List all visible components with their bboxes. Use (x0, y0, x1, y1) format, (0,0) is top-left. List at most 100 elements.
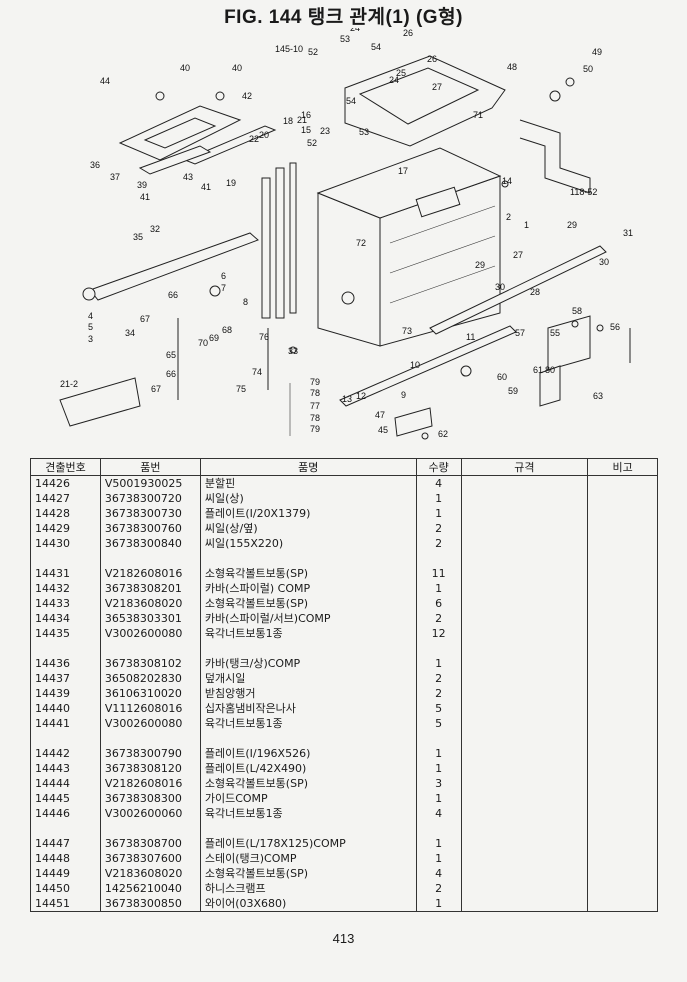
cell-part-no: 36738300720 (99, 491, 201, 506)
cell-part-no: V2182608016 (99, 776, 201, 791)
callout-label: 78 (310, 413, 320, 423)
cell-part-no: 36738300760 (99, 521, 201, 536)
callout-label: 44 (100, 76, 110, 86)
callout-label: 75 (236, 384, 246, 394)
cell-spec (460, 896, 589, 912)
cell-part-name: 씨일(상) (199, 491, 417, 506)
cell-item-no: 14445 (30, 791, 101, 806)
cell-part-name: 분할핀 (199, 475, 417, 491)
spacer-cell (415, 641, 462, 656)
callout-label: 53 (359, 127, 369, 137)
cell-spec (460, 536, 589, 551)
tank-rib-2 (389, 235, 496, 274)
cell-spec (460, 806, 589, 821)
callout-label: 4 (88, 311, 93, 321)
cell-remarks (587, 701, 658, 716)
callout-label: 8 (243, 297, 248, 307)
cell-qty: 1 (415, 746, 462, 761)
cell-spec (460, 656, 589, 671)
cell-qty: 6 (415, 596, 462, 611)
callout-label: 40 (180, 63, 190, 73)
cell-item-no: 14444 (30, 776, 101, 791)
callout-label: 43 (183, 172, 193, 182)
view-mark-b-left (209, 285, 221, 297)
cell-item-no: 14436 (30, 656, 101, 671)
callout-label: 60 (497, 372, 507, 382)
cell-part-name: 플레이트(L/178X125)COMP (199, 836, 417, 851)
callout-label: 56 (610, 322, 620, 332)
callout-label: 41 (201, 182, 211, 192)
lid-opening (143, 117, 217, 149)
cell-qty: 4 (415, 475, 462, 491)
callout-labels: 255124532654145-105240404442495048712425… (60, 28, 633, 439)
col-header-part-no: 품번 (99, 458, 201, 476)
cell-part-no: V3002600080 (99, 716, 201, 731)
spacer-cell (30, 551, 101, 566)
cell-part-name: 플레이트(I/196X526) (199, 746, 417, 761)
cell-remarks (587, 686, 658, 701)
cell-item-no: 14448 (30, 851, 101, 866)
plate-47 (394, 407, 433, 437)
cell-item-no: 14430 (30, 536, 101, 551)
callout-label: 63 (593, 391, 603, 401)
cell-part-no: 36738308120 (99, 761, 201, 776)
cell-part-no: 36508202830 (99, 671, 201, 686)
callout-label: 79 (310, 424, 320, 434)
cell-remarks (587, 851, 658, 866)
spacer-cell (99, 641, 201, 656)
cell-part-name: 육각너트보통1종 (199, 806, 417, 821)
cover-opening (358, 67, 480, 125)
cell-part-no: V5001930025 (99, 475, 201, 491)
bolt-40a (155, 91, 165, 101)
callout-label: 58 (572, 306, 582, 316)
stay-frame (519, 119, 591, 194)
spacer-cell (587, 821, 658, 836)
cell-qty: 11 (415, 566, 462, 581)
cell-part-no: 36738300840 (99, 536, 201, 551)
cell-part-no: 36106310020 (99, 686, 201, 701)
callout-label: 32 (150, 224, 160, 234)
callout-label: 79 (310, 377, 320, 387)
cell-part-name: 씨일(155X220) (199, 536, 417, 551)
cell-spec (460, 475, 589, 491)
col-header-qty: 수량 (415, 458, 462, 476)
cell-part-no: 36538303301 (99, 611, 201, 626)
exploded-parts-diagram: 255124532654145-105240404442495048712425… (0, 28, 687, 456)
cell-spec (460, 746, 589, 761)
spacer-cell (460, 641, 589, 656)
cell-remarks (587, 566, 658, 581)
cell-part-no: 14256210040 (99, 881, 201, 896)
callout-label: 14 (502, 176, 512, 186)
callout-label: 73 (402, 326, 412, 336)
callout-label: 29 (475, 260, 485, 270)
cell-part-name: 스테이(탱크)COMP (199, 851, 417, 866)
callout-label: 42 (242, 91, 252, 101)
cell-part-name: 덮개시일 (199, 671, 417, 686)
callout-label: 47 (375, 410, 385, 420)
cell-remarks (587, 475, 658, 491)
cell-remarks (587, 656, 658, 671)
callout-label: 72 (356, 238, 366, 248)
cell-part-name: 받침앙행거 (199, 686, 417, 701)
cell-item-no: 14451 (30, 896, 101, 912)
cell-qty: 2 (415, 881, 462, 896)
cell-qty: 1 (415, 656, 462, 671)
callout-label: 80 (545, 365, 555, 375)
cell-part-no: V2183608020 (99, 596, 201, 611)
cell-remarks (587, 761, 658, 776)
group-spacer-row (30, 731, 658, 746)
bolt-49 (565, 77, 575, 87)
tank-body-front (317, 192, 381, 347)
seal-strip (183, 125, 277, 165)
cell-spec (460, 776, 589, 791)
callout-label: 50 (583, 64, 593, 74)
cell-qty: 2 (415, 536, 462, 551)
spacer-cell (415, 821, 462, 836)
cell-item-no: 14449 (30, 866, 101, 881)
